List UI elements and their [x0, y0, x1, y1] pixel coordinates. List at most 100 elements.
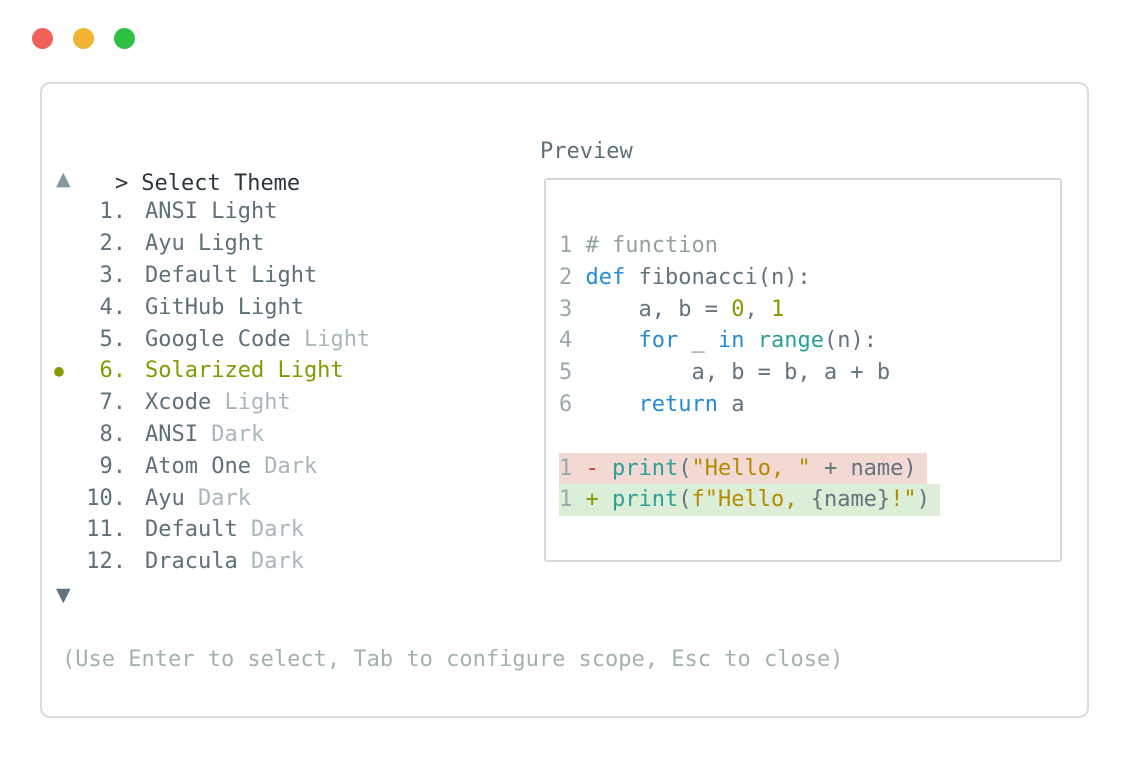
close-button[interactable]: [32, 28, 53, 49]
item-number: 11.: [86, 517, 126, 543]
code-token: a, b = b, a + b: [572, 360, 891, 386]
item-number: 9.: [99, 453, 127, 479]
code-token: !": [890, 487, 917, 513]
code-token: def: [585, 264, 626, 290]
line-number: 3: [559, 296, 573, 322]
line-number: 5: [559, 360, 573, 386]
minimize-button[interactable]: [73, 28, 94, 49]
theme-picker-window: >Select Theme Preview ▲ 1. ANSI Light 2. Ay…: [40, 82, 1089, 718]
code-line: 2 def fibonacci(n):: [559, 262, 1056, 294]
theme-list-item[interactable]: 5. Google Code Light: [42, 323, 522, 355]
line-number: 2: [559, 264, 573, 290]
item-label-part: Ayu: [145, 485, 198, 511]
item-label-part: Dark: [264, 453, 318, 479]
item-label: Ayu Dark: [145, 486, 251, 511]
code-token: [599, 456, 612, 481]
code-token: return: [638, 391, 718, 417]
diff-removed-line: 1 - print("Hello, " + name): [559, 452, 927, 485]
item-label: Dracula Dark: [145, 549, 304, 574]
item-label-part: Dark: [250, 549, 304, 575]
zoom-button[interactable]: [114, 28, 135, 49]
code-token: in: [717, 328, 745, 354]
keyboard-hint: (Use Enter to select, Tab to configure s…: [62, 647, 844, 672]
theme-list-item[interactable]: 11. Default Dark: [42, 514, 522, 546]
code-token: range: [757, 328, 824, 354]
code-line: 3 a, b = 0, 1: [559, 294, 1056, 326]
item-label-part: Dark: [197, 485, 251, 511]
code-token: [572, 456, 585, 481]
item-label-part: Atom One: [145, 453, 265, 479]
code-token: 0: [731, 296, 745, 322]
code-token: [572, 328, 638, 353]
item-label-part: Default: [145, 517, 251, 543]
item-label-part: Xcode: [145, 390, 225, 416]
line-number: 4: [559, 328, 573, 354]
item-label-part: ANSI Light: [145, 199, 278, 225]
code-token: # function: [585, 233, 718, 258]
theme-list-item[interactable]: 10.Ayu Dark: [42, 482, 522, 514]
item-label: Ayu Light: [145, 231, 264, 256]
code-token: ,: [744, 296, 771, 322]
item-label-part: GitHub Light: [145, 294, 304, 320]
code-token: [744, 328, 757, 353]
item-label: Solarized Light: [145, 358, 344, 383]
code-token: (: [678, 487, 692, 513]
item-label: Google Code Light: [145, 327, 370, 352]
scroll-down-icon[interactable]: ▼: [56, 584, 71, 606]
theme-list-item[interactable]: ●6.Solarized Light: [42, 355, 522, 387]
select-theme-prompt: >Select Theme: [62, 136, 300, 232]
item-number: 6.: [99, 358, 127, 384]
code-token: print: [612, 455, 679, 481]
item-label: ANSI Light: [145, 199, 277, 224]
code-token: (: [678, 455, 692, 481]
line-number: 1: [559, 455, 573, 481]
code-token: a: [717, 391, 745, 417]
code-token: +: [585, 487, 599, 513]
code-token: ): [916, 487, 930, 513]
item-label-part: Dark: [250, 517, 304, 543]
theme-list-item[interactable]: 2. Ayu Light: [42, 228, 522, 260]
diff-added-line: 1 + print(f"Hello, {name}!"): [559, 484, 940, 517]
item-label-part: Dracula: [145, 549, 251, 575]
item-label-part: Default Light: [145, 262, 318, 288]
theme-list-item[interactable]: 8. ANSI Dark: [42, 419, 522, 451]
item-label: Default Dark: [145, 517, 304, 542]
scroll-up-icon[interactable]: ▲: [56, 168, 71, 190]
code-line: 6 return a: [559, 389, 1056, 421]
code-token: [572, 487, 585, 512]
item-number: 4.: [99, 294, 127, 320]
item-number: 7.: [99, 390, 127, 416]
code-token: [572, 265, 585, 290]
item-number: 5.: [99, 326, 127, 352]
code-token: "Hello, ": [691, 455, 811, 481]
theme-list-item[interactable]: 7. Xcode Light: [42, 387, 522, 419]
code-token: fibonacci(n):: [625, 264, 811, 290]
code-token: (n):: [823, 328, 877, 354]
theme-list-item[interactable]: 1. ANSI Light: [42, 196, 522, 228]
item-label-part: Light: [224, 390, 291, 416]
code-line: 4 for _ in range(n):: [559, 325, 1056, 357]
item-label: Xcode Light: [145, 390, 291, 415]
theme-list-item[interactable]: 9. Atom One Dark: [42, 450, 522, 482]
line-number: 1: [559, 233, 573, 258]
item-label: Default Light: [145, 263, 317, 288]
theme-list-item[interactable]: 3. Default Light: [42, 260, 522, 292]
preview-label: Preview: [540, 139, 633, 164]
theme-list-item[interactable]: 12.Dracula Dark: [42, 546, 522, 578]
code-token: {name}: [810, 487, 891, 513]
item-number: 8.: [99, 421, 127, 447]
item-label: ANSI Dark: [145, 422, 264, 447]
item-label-part: Google Code: [145, 326, 304, 352]
item-number: 2.: [99, 231, 127, 257]
code-token: print: [612, 487, 679, 513]
item-number: 3.: [99, 262, 127, 288]
page-title: Select Theme: [141, 171, 301, 196]
item-label-part: Solarized Light: [145, 358, 344, 384]
theme-list-item[interactable]: 4. GitHub Light: [42, 291, 522, 323]
code-token: for: [638, 328, 679, 354]
item-number: 1.: [99, 199, 127, 225]
theme-list: 1. ANSI Light 2. Ayu Light 3. Default Light 4.…: [42, 196, 522, 578]
item-label-part: ANSI: [145, 421, 212, 447]
